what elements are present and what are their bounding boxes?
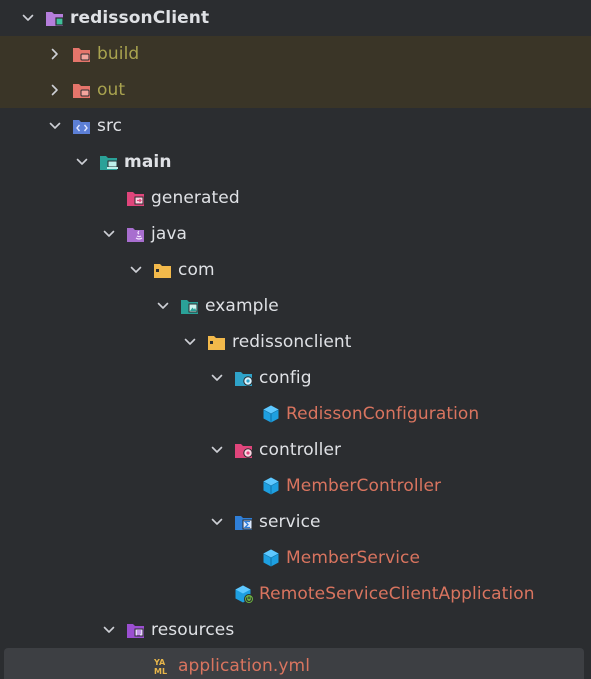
service-folder-icon	[233, 511, 255, 533]
class-cube-icon	[260, 475, 282, 497]
tree-item-label: service	[259, 512, 321, 532]
tree-row[interactable]: out	[0, 72, 591, 108]
tree-row[interactable]: java	[0, 216, 591, 252]
tree-row[interactable]: controller	[0, 432, 591, 468]
tree-row[interactable]: main	[0, 144, 591, 180]
example-folder-icon	[179, 295, 201, 317]
chevron-down-icon[interactable]	[128, 262, 144, 278]
tree-row[interactable]: com	[0, 252, 591, 288]
tree-item-label: redissonclient	[232, 332, 352, 352]
tree-item-label: generated	[151, 188, 240, 208]
tree-row[interactable]: service	[0, 504, 591, 540]
svg-text:ML: ML	[154, 667, 167, 676]
tree-row[interactable]: RemoteServiceClientApplication	[0, 576, 591, 612]
tree-item-label: main	[124, 152, 172, 172]
tree-item-label: example	[205, 296, 279, 316]
tree-item-label: com	[178, 260, 215, 280]
chevron-down-icon[interactable]	[182, 334, 198, 350]
tree-row[interactable]: MemberService	[0, 540, 591, 576]
tree-item-label: java	[151, 224, 188, 244]
tree-item-label: controller	[259, 440, 342, 460]
excluded-folder-icon	[71, 43, 93, 65]
chevron-down-icon[interactable]	[20, 10, 36, 26]
tree-item-label: MemberService	[286, 548, 421, 568]
tree-item-label: RemoteServiceClientApplication	[259, 584, 535, 604]
tree-row[interactable]: build	[0, 36, 591, 72]
tree-item-label: config	[259, 368, 312, 388]
tree-item-label: resources	[151, 620, 235, 640]
config-folder-icon	[233, 367, 255, 389]
chevron-down-icon[interactable]	[155, 298, 171, 314]
class-cube-icon	[260, 403, 282, 425]
module-folder-icon	[44, 7, 66, 29]
controller-folder-icon	[233, 439, 255, 461]
tree-row[interactable]: redissonclient	[0, 324, 591, 360]
main-folder-icon	[98, 151, 120, 173]
tree-row[interactable]: redissonClient	[0, 0, 591, 36]
chevron-down-icon[interactable]	[101, 622, 117, 638]
chevron-down-icon[interactable]	[209, 370, 225, 386]
tree-item-label: redissonClient	[70, 8, 210, 28]
tree-item-label: build	[97, 44, 140, 64]
tree-item-label: out	[97, 80, 126, 100]
tree-row[interactable]: MemberController	[0, 468, 591, 504]
tree-row[interactable]: RedissonConfiguration	[0, 396, 591, 432]
spring-app-icon	[233, 583, 255, 605]
tree-item-label: src	[97, 116, 123, 136]
tree-row[interactable]: src	[0, 108, 591, 144]
class-cube-icon	[260, 547, 282, 569]
chevron-right-icon[interactable]	[47, 82, 63, 98]
chevron-down-icon[interactable]	[209, 514, 225, 530]
tree-row[interactable]: generated	[0, 180, 591, 216]
tree-item-label: RedissonConfiguration	[286, 404, 480, 424]
tree-item-label: application.yml	[178, 656, 311, 676]
generated-folder-icon	[125, 187, 147, 209]
chevron-down-icon[interactable]	[74, 154, 90, 170]
svg-text:YA: YA	[153, 658, 166, 667]
chevron-down-icon[interactable]	[47, 118, 63, 134]
java-folder-icon	[125, 223, 147, 245]
chevron-down-icon[interactable]	[101, 226, 117, 242]
tree-row[interactable]: resources	[0, 612, 591, 648]
package-folder-icon	[152, 259, 174, 281]
source-folder-icon	[71, 115, 93, 137]
chevron-down-icon[interactable]	[209, 442, 225, 458]
resources-folder-icon	[125, 619, 147, 641]
package-folder-icon	[206, 331, 228, 353]
tree-row[interactable]: example	[0, 288, 591, 324]
chevron-right-icon[interactable]	[47, 46, 63, 62]
tree-item-label: MemberController	[286, 476, 442, 496]
excluded-folder-icon	[71, 79, 93, 101]
tree-row[interactable]: config	[0, 360, 591, 396]
